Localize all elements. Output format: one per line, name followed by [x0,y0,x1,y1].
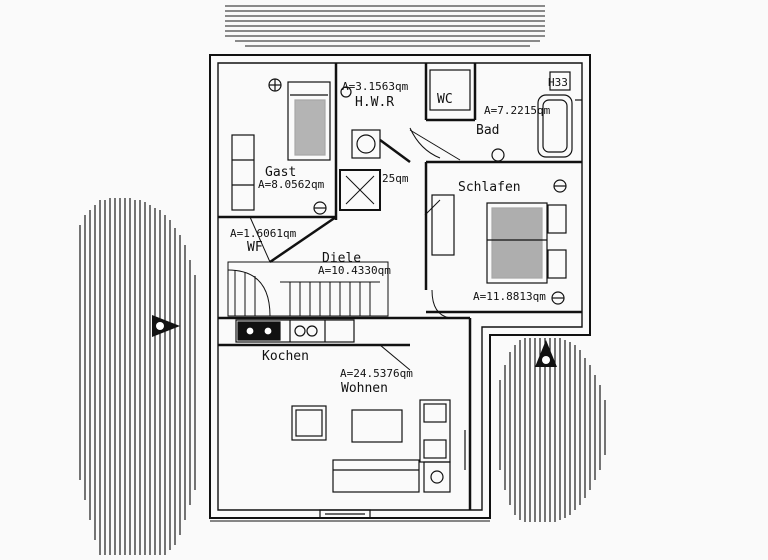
bad-name-label: Bad [476,123,499,138]
room-labels: A=3.1563qm H.W.R WC A=7.2215qm Bad H33 G… [230,76,568,396]
hatch-right [499,338,606,522]
bad-fixture-label: H33 [548,76,568,89]
wohnen-name-label: Wohnen [341,381,388,396]
hatch-left [79,198,196,555]
wf-area-label: A=1.6061qm [230,227,297,240]
gast-name-label: Gast [265,165,296,180]
wohnen-furniture [291,399,466,519]
wc-name-label: WC [437,92,453,107]
staircase [227,261,389,317]
interior-walls [218,63,582,510]
gast-furniture [231,78,331,215]
section-marker-right [535,340,557,367]
door-swings [249,127,461,371]
wohnen-area-label: A=24.5376qm [340,367,413,380]
bad-fixtures [491,71,582,162]
diele-name-label: Diele [322,251,361,266]
schlafen-furniture [431,179,567,305]
diele-area-label: A=10.4330qm [318,264,391,277]
closet-area-label: 25qm [382,172,409,185]
hwr-name-label: H.W.R [355,95,394,110]
wf-name-label: WF [247,240,263,255]
gast-area-label: A=8.0562qm [258,178,325,191]
outer-walls [209,54,591,522]
hwr-fixtures [339,69,471,211]
hatch-top [225,5,545,47]
bad-area-label: A=7.2215qm [484,104,551,117]
kitchen-counter [235,319,355,343]
schlafen-area-label: A=11.8813qm [473,290,546,303]
section-marker-left [152,315,180,337]
kochen-name-label: Kochen [262,349,309,364]
hwr-area-label: A=3.1563qm [342,80,409,93]
schlafen-name-label: Schlafen [458,180,521,195]
